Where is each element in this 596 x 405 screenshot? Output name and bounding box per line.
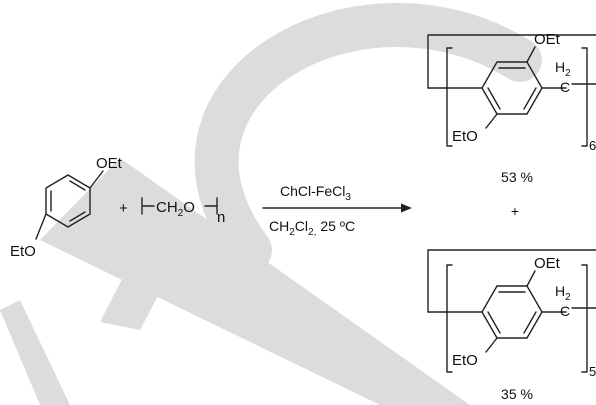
repeat-unit-oxygen: O [183,199,195,216]
reaction-arrow [262,203,412,213]
condition-solvent-temperature: CH2Cl2, 25 ºC [269,218,355,238]
bridge-h: H [555,59,565,75]
product-top-yield: 53 % [501,169,533,185]
bridge-sub: 2 [565,68,571,79]
product-bottom-bridge-c: C [560,303,570,319]
product-top-pillar6arene: OEt EtO H2 C 6 [427,31,596,153]
solvent-sub-2: 2 [289,227,295,238]
solvent-sub-2b: 2, [308,227,316,238]
product-bottom-ome-substituent: OEt [534,255,561,272]
bridge-sub: 2 [565,292,571,303]
product-top-eto-substituent: EtO [452,128,478,145]
paraformaldehyde-subscript-n: n [217,209,225,226]
solvent-cl: Cl [295,218,308,234]
product-bottom-repeat-count: 5 [589,364,596,379]
reactant-plus-sign: + [119,200,128,217]
product-top-repeat-count: 6 [589,138,596,153]
product-top-bridge-h2: H2 [555,59,571,79]
product-bottom-pillar5arene: OEt EtO H2 C 5 [427,249,596,379]
reactant-bottom-substituent: EtO [10,243,36,260]
paraformaldehyde: CH2O n [141,197,225,226]
condition-catalyst: ChCl-FeCl3 [280,183,351,203]
product-plus-sign: + [511,203,519,219]
temperature: 25 ºC [320,218,355,234]
product-bottom-bridge-h2: H2 [555,283,571,303]
repeat-unit-ch: CH [156,199,178,216]
bridge-h: H [555,283,565,299]
watermark [0,3,542,405]
catalyst-subscript: 3 [345,192,351,203]
product-top-ome-substituent: OEt [534,31,561,48]
paraformaldehyde-formula: CH2O [156,199,195,219]
product-top-bridge-c: C [560,79,570,95]
reactant-top-substituent: OEt [96,155,123,172]
product-bottom-yield: 35 % [501,386,533,402]
product-bottom-eto-substituent: EtO [452,352,478,369]
solvent-ch: CH [269,218,289,234]
repeat-unit-sub-2: 2 [178,208,184,219]
catalyst-text: ChCl-FeCl [280,183,345,199]
reactant-diethoxybenzene: OEt EtO [10,155,123,260]
